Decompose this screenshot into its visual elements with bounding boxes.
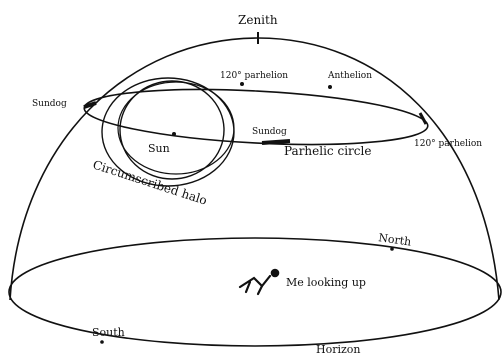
anthelion-label: Anthelion xyxy=(327,71,372,81)
zenith-label: Zenith xyxy=(238,13,278,27)
parhelion-120-top-point xyxy=(240,82,244,86)
north-point xyxy=(390,247,394,251)
observer-figure xyxy=(240,270,278,294)
anthelion-point xyxy=(328,85,332,89)
sundog-right-marker xyxy=(262,141,290,143)
south-point xyxy=(100,340,104,344)
halo-loop-third xyxy=(118,82,234,174)
sundog-left-label: Sundog xyxy=(32,99,67,109)
parhelion-120-top-label: 120° parhelion xyxy=(220,71,288,81)
south-label: South xyxy=(92,326,125,339)
sun-label: Sun xyxy=(148,142,170,155)
horizon-ellipse xyxy=(9,238,501,346)
horizon-label: Horizon xyxy=(316,343,361,356)
sundog-right-label: Sundog xyxy=(252,127,287,137)
parhelion-120-right-label: 120° parhelion xyxy=(414,139,482,149)
parhelic-circle-ellipse xyxy=(83,82,429,152)
sun-point xyxy=(172,132,176,136)
parhelic-circle-label: Parhelic circle xyxy=(284,144,371,158)
observer-label: Me looking up xyxy=(286,276,366,289)
